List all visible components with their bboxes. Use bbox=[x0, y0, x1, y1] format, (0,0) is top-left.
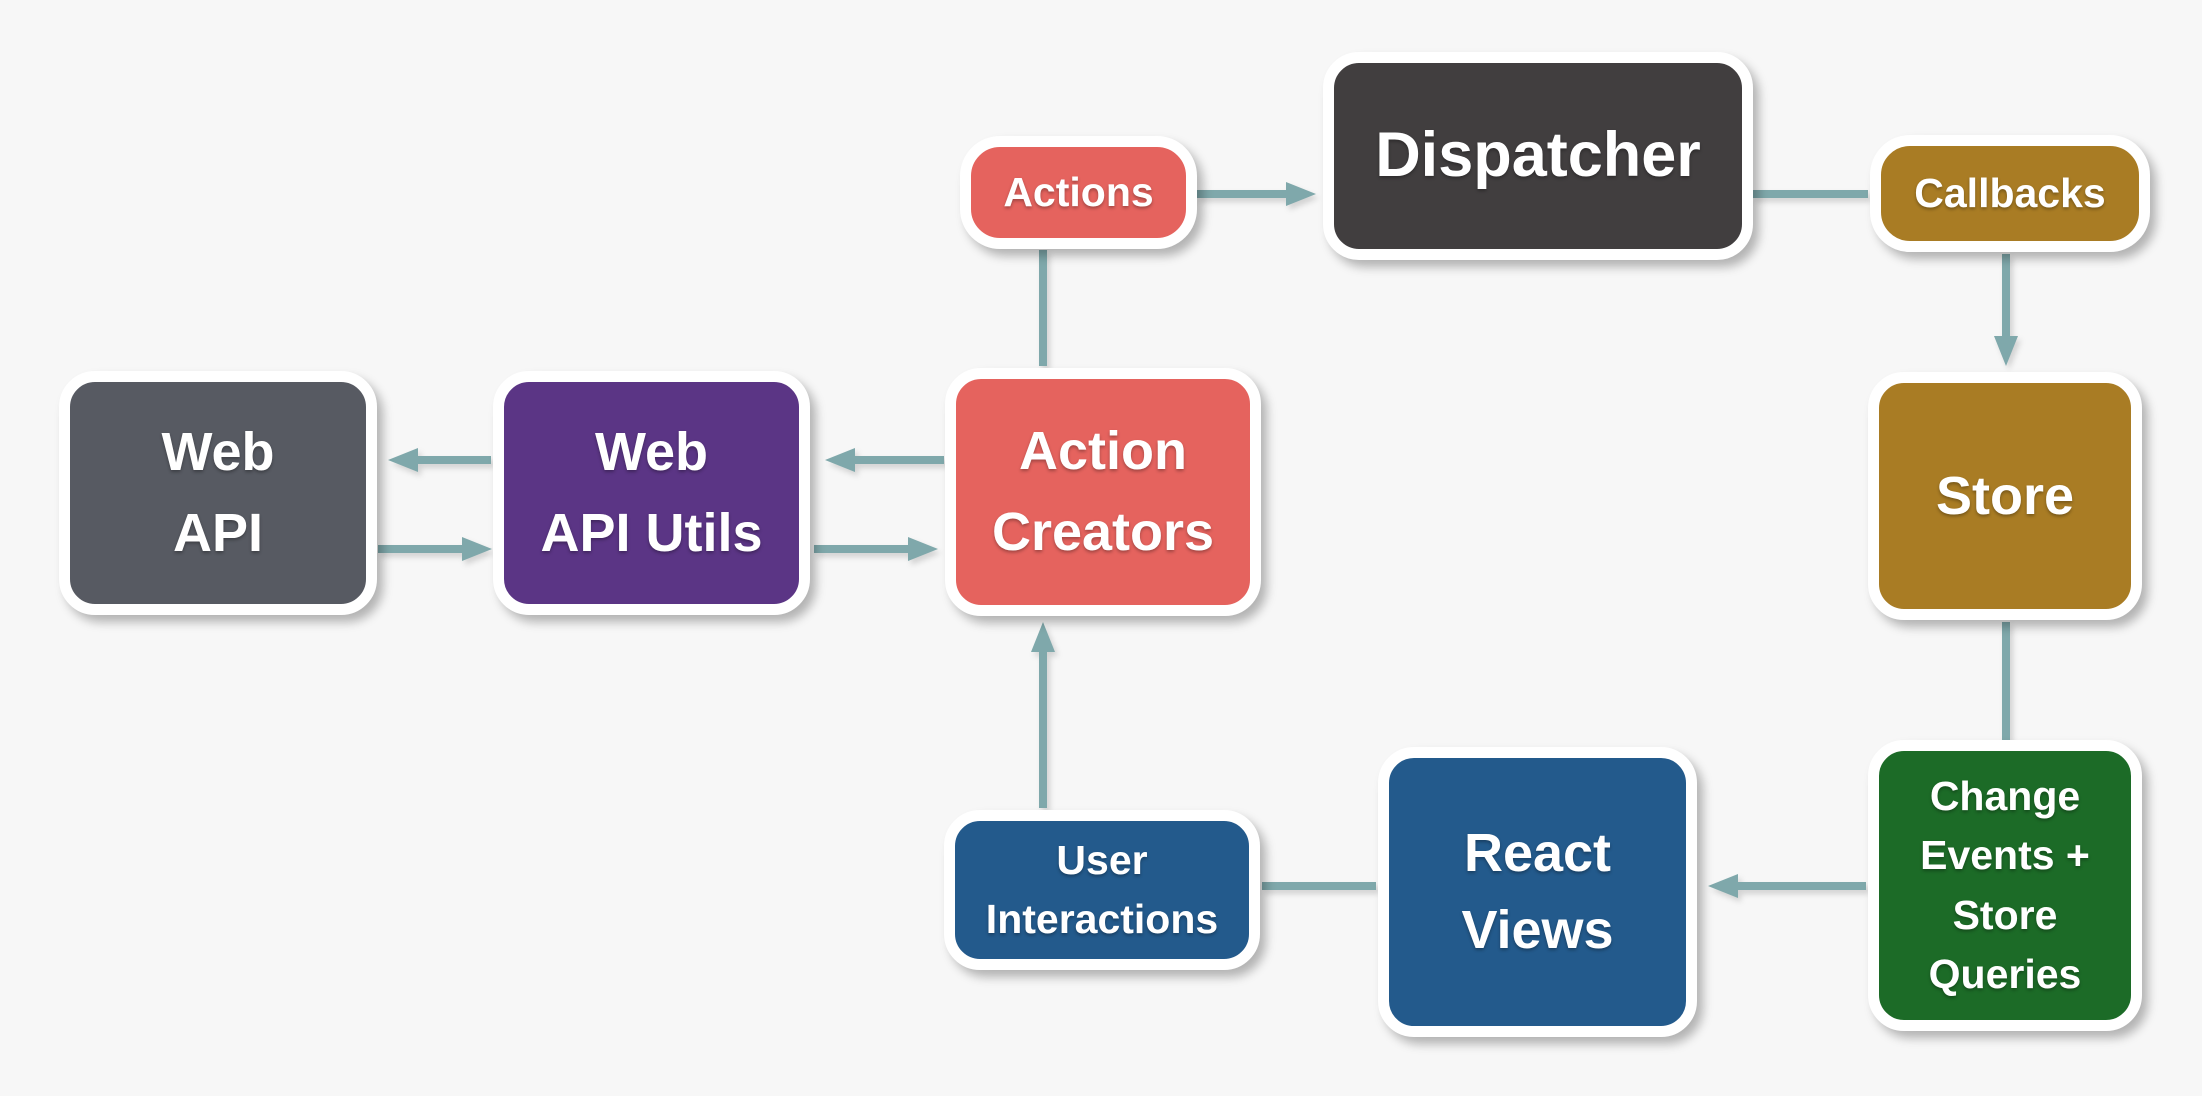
label-line: API Utils bbox=[540, 503, 763, 563]
label-line: Action bbox=[1019, 421, 1187, 481]
label-line: Callbacks bbox=[1914, 169, 2106, 216]
node-user-interactions: User Interactions bbox=[944, 810, 1260, 970]
label-line: Interactions bbox=[985, 896, 1219, 942]
label-line: Web bbox=[161, 422, 275, 482]
label-line: Web bbox=[594, 422, 708, 482]
node-callbacks: Callbacks bbox=[1870, 135, 2150, 252]
label-line: Views bbox=[1461, 900, 1614, 960]
node-web-api-utils-label: Web API Utils bbox=[540, 412, 762, 574]
node-action-creators-label: Action Creators bbox=[992, 411, 1214, 573]
label-line: Creators bbox=[991, 502, 1215, 562]
label-line: Events + bbox=[1920, 832, 2090, 879]
node-dispatcher: Dispatcher bbox=[1323, 52, 1753, 260]
node-change-events-label: Change Events + Store Queries bbox=[1920, 767, 2090, 1005]
node-store: Store bbox=[1868, 372, 2142, 620]
label-line: Dispatcher bbox=[1375, 120, 1701, 191]
label-line: Actions bbox=[1003, 168, 1154, 215]
label-line: React bbox=[1463, 823, 1612, 884]
node-user-interactions-label: User Interactions bbox=[986, 831, 1218, 950]
node-react-views: React Views bbox=[1378, 747, 1697, 1037]
label-line: Queries bbox=[1928, 950, 2082, 997]
node-actions: Actions bbox=[960, 136, 1197, 249]
node-change-events: Change Events + Store Queries bbox=[1868, 740, 2142, 1031]
node-actions-label: Actions bbox=[1003, 163, 1153, 222]
node-web-api-utils: Web API Utils bbox=[493, 371, 810, 615]
node-react-views-label: React Views bbox=[1461, 815, 1613, 968]
node-dispatcher-label: Dispatcher bbox=[1375, 118, 1701, 194]
node-action-creators: Action Creators bbox=[945, 368, 1261, 616]
node-web-api: Web API bbox=[59, 371, 377, 615]
label-line: Change bbox=[1929, 772, 2081, 819]
label-line: Store bbox=[1935, 465, 2075, 526]
node-store-label: Store bbox=[1936, 456, 2074, 537]
node-web-api-label: Web API bbox=[161, 412, 274, 574]
node-callbacks-label: Callbacks bbox=[1914, 164, 2105, 223]
label-line: User bbox=[1056, 836, 1148, 883]
label-line: Store bbox=[1952, 891, 2058, 938]
label-line: API bbox=[172, 503, 263, 563]
